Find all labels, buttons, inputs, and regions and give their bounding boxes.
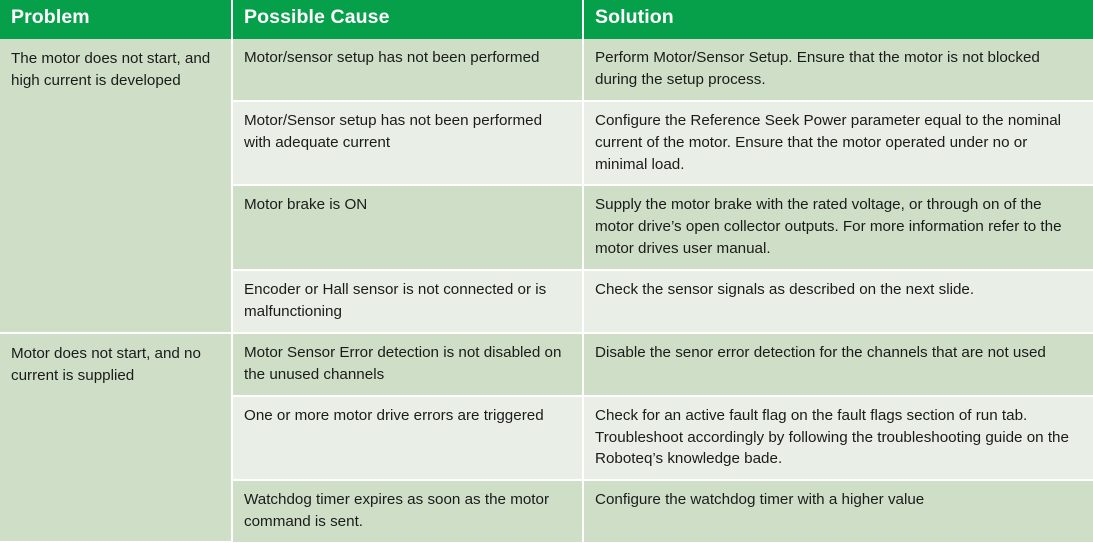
solution-cell: Check the sensor signals as described on… [583,270,1093,334]
cause-text: Motor brake is ON [244,196,368,214]
table-header-row: Problem Possible Cause Solution [0,0,1093,39]
table-header: Problem Possible Cause Solution [0,0,1093,39]
solution-text: Disable the senor error detection for th… [595,343,1046,361]
solution-text: Configure the Reference Seek Power param… [595,111,1062,173]
cause-cell: One or more motor drive errors are trigg… [232,395,584,482]
cause-cell: Motor/sensor setup has not been performe… [232,39,584,102]
table-row: Motor brake is ON Supply the motor brake… [0,185,1093,272]
column-header-possible-cause: Possible Cause [232,0,584,39]
column-header-problem: Problem [0,0,233,39]
table-row: Encoder or Hall sensor is not connected … [0,270,1093,334]
solution-cell: Disable the senor error detection for th… [583,332,1093,397]
cause-text: One or more motor drive errors are trigg… [244,406,544,424]
cause-text: Watchdog timer expires as soon as the mo… [244,491,550,531]
cause-text: Encoder or Hall sensor is not connected … [244,281,547,321]
solution-text: Configure the watchdog timer with a high… [595,491,925,509]
cause-cell: Motor/Sensor setup has not been performe… [232,100,584,187]
cause-text: Motor Sensor Error detection is not disa… [244,343,562,383]
problem-text: The motor does not start, and high curre… [11,50,211,89]
column-header-solution: Solution [583,0,1093,39]
solution-text: Check the sensor signals as described on… [595,281,975,299]
cause-cell: Watchdog timer expires as soon as the mo… [232,480,584,543]
cause-text: Motor/Sensor setup has not been performe… [244,111,543,151]
cause-cell: Encoder or Hall sensor is not connected … [232,270,584,334]
problem-text: Motor does not start, and no current is … [11,344,201,384]
problem-cell: The motor does not start, and high curre… [0,39,233,334]
table-row: Motor does not start, and no current is … [0,332,1093,543]
table-row: Motor/Sensor setup has not been performe… [0,100,1093,187]
solution-cell: Supply the motor brake with the rated vo… [583,185,1093,272]
table-row: One or more motor drive errors are trigg… [0,395,1093,482]
cause-cell: Motor Sensor Error detection is not disa… [232,332,584,397]
solution-cell: Perform Motor/Sensor Setup. Ensure that … [583,39,1093,102]
solution-cell: Check for an active fault flag on the fa… [583,395,1093,482]
solution-text: Supply the motor brake with the rated vo… [595,196,1062,258]
solution-cell: Configure the watchdog timer with a high… [583,480,1093,543]
solution-text: Check for an active fault flag on the fa… [595,406,1069,468]
cause-text: Motor/sensor setup has not been performe… [244,49,540,66]
table-body: The motor does not start, and high curre… [0,39,1093,543]
cause-cell: Motor brake is ON [232,185,584,272]
table-row: The motor does not start, and high curre… [0,39,1093,334]
solution-text: Perform Motor/Sensor Setup. Ensure that … [595,49,1040,88]
problem-cell: Motor does not start, and no current is … [0,332,233,543]
solution-cell: Configure the Reference Seek Power param… [583,100,1093,187]
